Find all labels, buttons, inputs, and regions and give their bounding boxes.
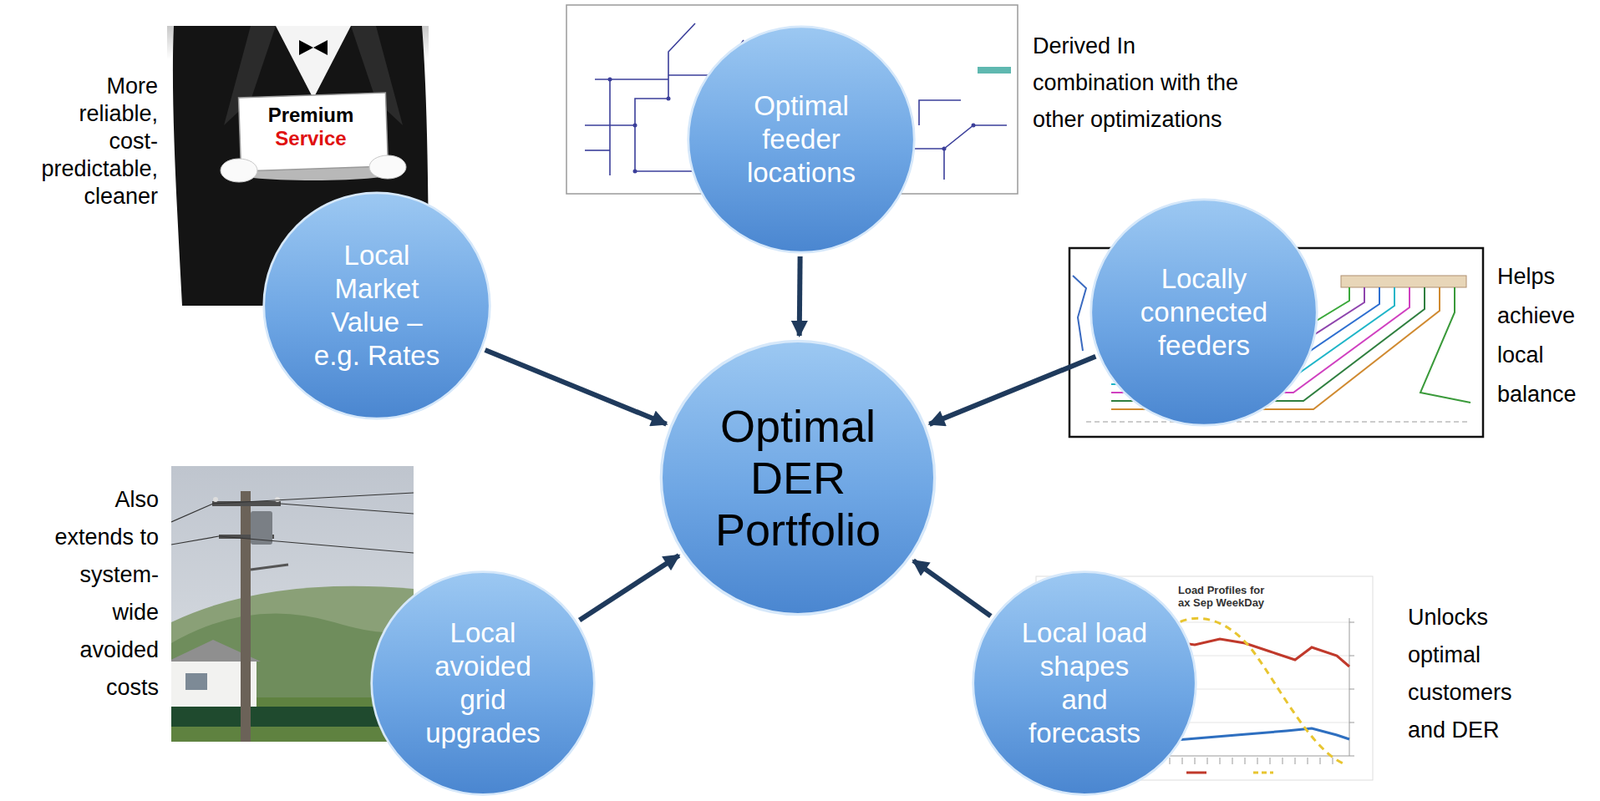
wire — [218, 536, 414, 554]
annotation-text: Load Profiles for — [1178, 584, 1304, 597]
legend-sample — [1253, 772, 1274, 775]
feeder-line — [943, 148, 945, 180]
map-dot — [942, 147, 947, 152]
x-ticks — [1169, 757, 1333, 765]
insulator — [213, 497, 219, 503]
node-body: Local load shapes and forecasts — [970, 569, 1199, 798]
annotation-text: Derived In combination with the other op… — [1032, 27, 1252, 138]
node-label: Optimal DER Portfolio — [697, 400, 899, 556]
circle-outline — [261, 190, 493, 422]
legend-sample — [1186, 772, 1207, 775]
circle-node: Local load shapes and forecasts — [970, 569, 1199, 798]
shirt — [275, 25, 351, 99]
circle-shape — [688, 26, 915, 253]
wire — [171, 503, 214, 523]
map-marker — [977, 66, 1011, 74]
boundary-line — [1086, 421, 1471, 422]
circle-shape — [973, 572, 1197, 796]
pole — [240, 491, 251, 742]
node-body: Optimal DER Portfolio — [658, 338, 938, 618]
circle-shape — [264, 193, 490, 419]
map-dot — [608, 77, 613, 82]
node-body: Optimal feeder locations — [685, 24, 917, 255]
circle-node: Locally connected feeders — [1088, 197, 1320, 428]
circle-node: Local avoided grid upgrades — [369, 569, 597, 798]
node-body: Local avoided grid upgrades — [369, 569, 597, 798]
insulator — [274, 497, 280, 503]
window — [185, 673, 208, 691]
node-body: Local Market Value – e.g. Rates — [261, 190, 493, 422]
feeder-line — [584, 23, 696, 126]
map-dot — [633, 123, 638, 128]
bow-tie — [299, 40, 328, 56]
sign-card — [238, 92, 389, 172]
node-label: Local load shapes and forecasts — [1017, 616, 1152, 751]
glove — [369, 155, 407, 179]
map-dot — [633, 169, 638, 174]
feeder-line — [919, 100, 961, 126]
circle-node: Optimal DER Portfolio — [658, 338, 938, 618]
map-dot — [666, 96, 671, 102]
wire — [279, 503, 414, 514]
gridline — [1161, 622, 1350, 624]
node-label: Local avoided grid upgrades — [414, 616, 553, 751]
circle-outline — [970, 569, 1199, 798]
feeder-line — [594, 78, 669, 81]
circle-node: Local Market Value – e.g. Rates — [261, 190, 493, 422]
wires — [171, 492, 414, 570]
glove — [220, 158, 258, 183]
circle-shape — [371, 572, 595, 796]
feeder-line — [634, 125, 694, 172]
circle-shape — [660, 340, 935, 615]
node-body: Locally connected feeders — [1088, 197, 1320, 428]
feeder-line — [1072, 275, 1087, 351]
node-label: Optimal feeder locations — [730, 89, 873, 190]
circle-shape — [1091, 199, 1317, 426]
annotation-text: More reliable, cost-predictable, cleaner — [32, 72, 158, 211]
circle-node: Optimal feeder locations — [685, 24, 917, 255]
annotation-text: Unlocks optimal customers and DER — [1407, 599, 1517, 750]
y-ticks — [1349, 622, 1355, 757]
feeder-line — [609, 79, 611, 176]
annotation-text: Also extends to system-wide avoided cost… — [50, 481, 159, 707]
wire — [213, 492, 414, 504]
connector-arrow — [485, 350, 667, 425]
connector-arrow — [579, 555, 680, 621]
annotation-text: Premium — [243, 103, 378, 127]
annotation-text: Helps achieve local balance — [1497, 257, 1591, 415]
connector-arrow — [929, 356, 1096, 425]
node-label: Local Market Value – e.g. Rates — [308, 238, 447, 373]
connector-arrow — [797, 256, 803, 336]
substation-bar — [1340, 275, 1467, 288]
feeder-line — [584, 149, 610, 152]
circle-outline — [369, 569, 597, 798]
node-label: Locally connected feeders — [1135, 262, 1274, 363]
connector-arrow — [913, 560, 991, 616]
map-dot — [971, 123, 976, 128]
feeder-line — [1420, 287, 1471, 403]
wire — [171, 536, 219, 545]
annotation-text: Service — [243, 126, 378, 151]
annotation-text: ax Sep WeekDay — [1178, 596, 1304, 610]
street-light-arm — [250, 564, 289, 570]
